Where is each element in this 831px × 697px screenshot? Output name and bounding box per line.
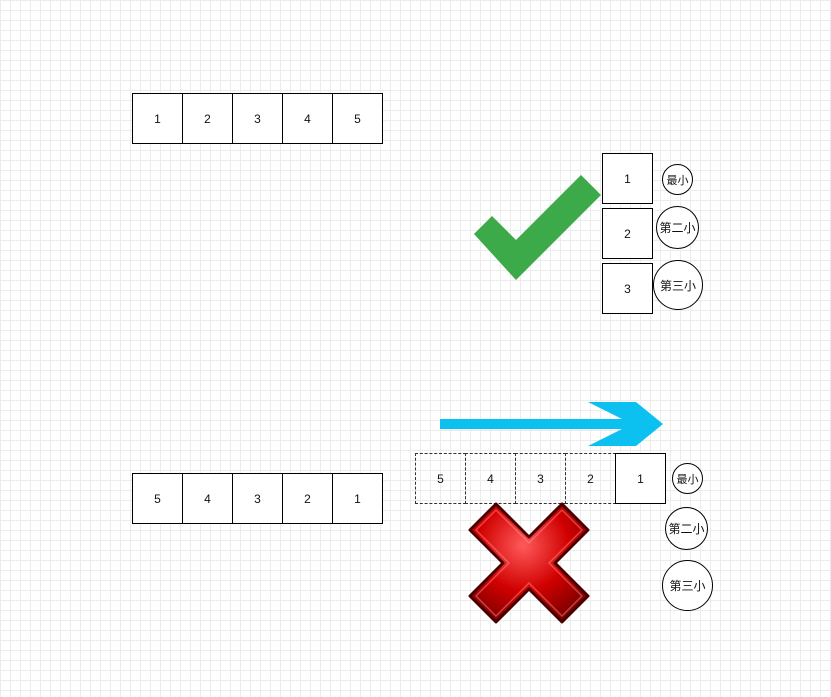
cross-icon [468,502,590,624]
label-second-smallest: 第二小 [656,206,699,249]
bottom-array-cell: 4 [182,473,233,524]
queue-cell-dashed: 3 [515,453,566,504]
label-third-smallest-wrong: 第三小 [662,560,713,611]
label-second-smallest-wrong: 第二小 [665,507,708,550]
queue-cell-dashed: 4 [465,453,516,504]
bottom-array-cell: 3 [232,473,283,524]
label-smallest: 最小 [662,164,693,195]
label-smallest-wrong: 最小 [672,463,703,494]
stack-cell: 1 [602,153,653,204]
queue-cell-dashed: 5 [415,453,466,504]
checkmark-icon [474,175,601,280]
bottom-array-cell: 1 [332,473,383,524]
queue-cell: 1 [615,453,666,504]
top-array-cell: 5 [332,93,383,144]
queue-cell-dashed: 2 [565,453,616,504]
stack-cell: 3 [602,263,653,314]
stack-cell: 2 [602,208,653,259]
bottom-array-cell: 2 [282,473,333,524]
top-array-cell: 3 [232,93,283,144]
arrow-right-icon [440,402,663,446]
top-array-cell: 2 [182,93,233,144]
top-array-cell: 1 [132,93,183,144]
label-third-smallest: 第三小 [653,260,703,310]
bottom-array-cell: 5 [132,473,183,524]
top-array-cell: 4 [282,93,333,144]
